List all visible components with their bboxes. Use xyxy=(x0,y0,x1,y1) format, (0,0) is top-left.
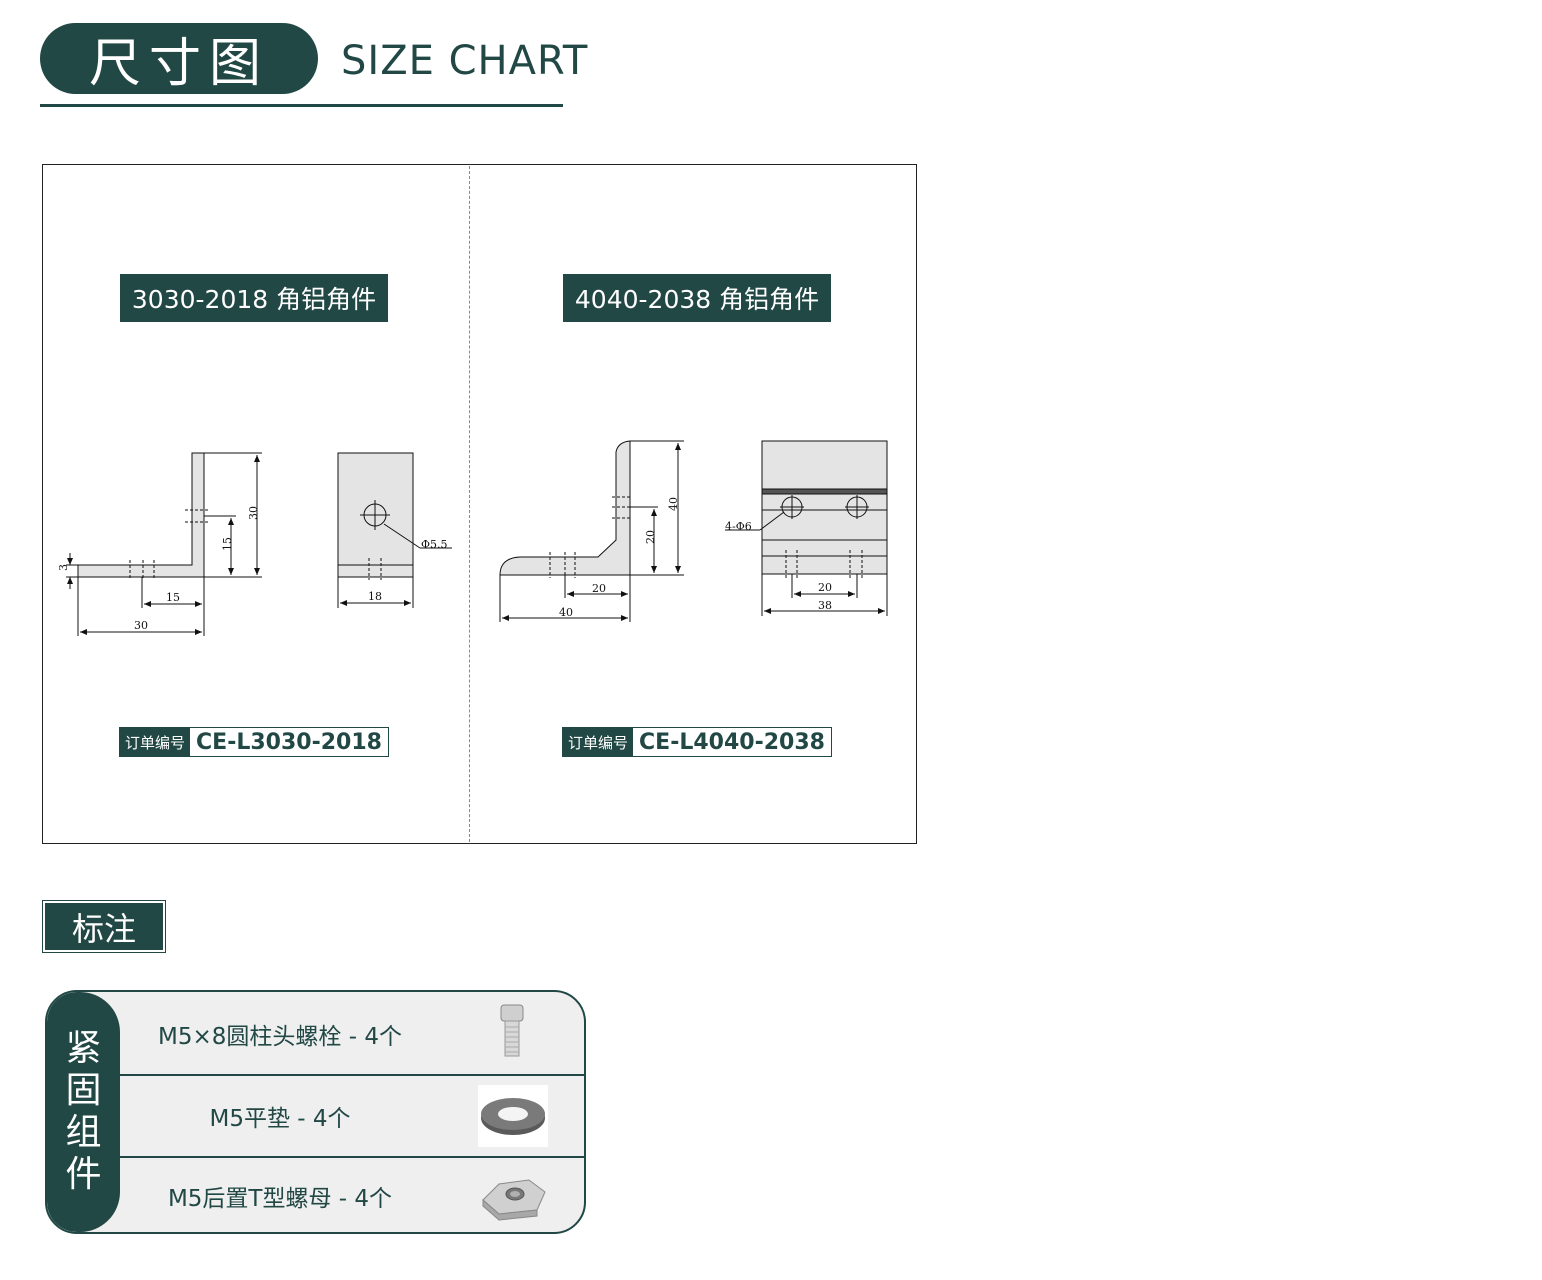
row-divider xyxy=(120,1074,584,1076)
header-pill xyxy=(40,23,318,94)
order-number-box-1: 订单编号 CE-L3030-2018 xyxy=(119,727,389,757)
fastener-kit-side-label: 紧 固 组 件 xyxy=(47,992,120,1232)
side-char: 组 xyxy=(65,1112,102,1153)
product-title-1: 3030-2018 角铝角件 xyxy=(120,274,388,322)
fastener-kit-panel: 紧 固 组 件 M5×8圆柱头螺栓 - 4个 M5平垫 - 4个 M5后置T型螺… xyxy=(45,990,586,1234)
t-nut-icon xyxy=(482,1179,546,1221)
order-number-box-2: 订单编号 CE-L4040-2038 xyxy=(562,727,832,757)
page-title-en: SIZE CHART xyxy=(341,38,589,84)
fastener-row-washer: M5平垫 - 4个 xyxy=(120,1076,584,1156)
notes-label: 标注 xyxy=(45,903,163,950)
page-title-cn: 尺寸图 xyxy=(88,34,269,94)
fastener-label: M5×8圆柱头螺栓 - 4个 xyxy=(158,1024,402,1050)
size-chart-frame xyxy=(42,164,917,844)
side-char: 件 xyxy=(65,1154,102,1195)
fastener-row-t-nut: M5后置T型螺母 - 4个 xyxy=(120,1156,584,1232)
header-underline xyxy=(40,104,563,107)
bolt-icon xyxy=(500,1004,524,1057)
order-number-label: 订单编号 xyxy=(120,728,190,756)
product-title-2: 4040-2038 角铝角件 xyxy=(563,274,831,322)
order-code: CE-L4040-2038 xyxy=(639,729,825,755)
row-divider xyxy=(120,1156,584,1158)
order-number-label: 订单编号 xyxy=(563,728,633,756)
washer-icon xyxy=(478,1085,548,1147)
fastener-label: M5后置T型螺母 - 4个 xyxy=(167,1186,393,1212)
frame-divider xyxy=(469,166,470,842)
side-char: 紧 xyxy=(65,1028,102,1069)
fastener-label: M5平垫 - 4个 xyxy=(209,1106,351,1132)
fastener-row-bolt: M5×8圆柱头螺栓 - 4个 xyxy=(120,994,584,1074)
side-char: 固 xyxy=(65,1070,102,1111)
notes-badge: 标注 xyxy=(42,900,166,953)
order-code: CE-L3030-2018 xyxy=(196,729,382,755)
